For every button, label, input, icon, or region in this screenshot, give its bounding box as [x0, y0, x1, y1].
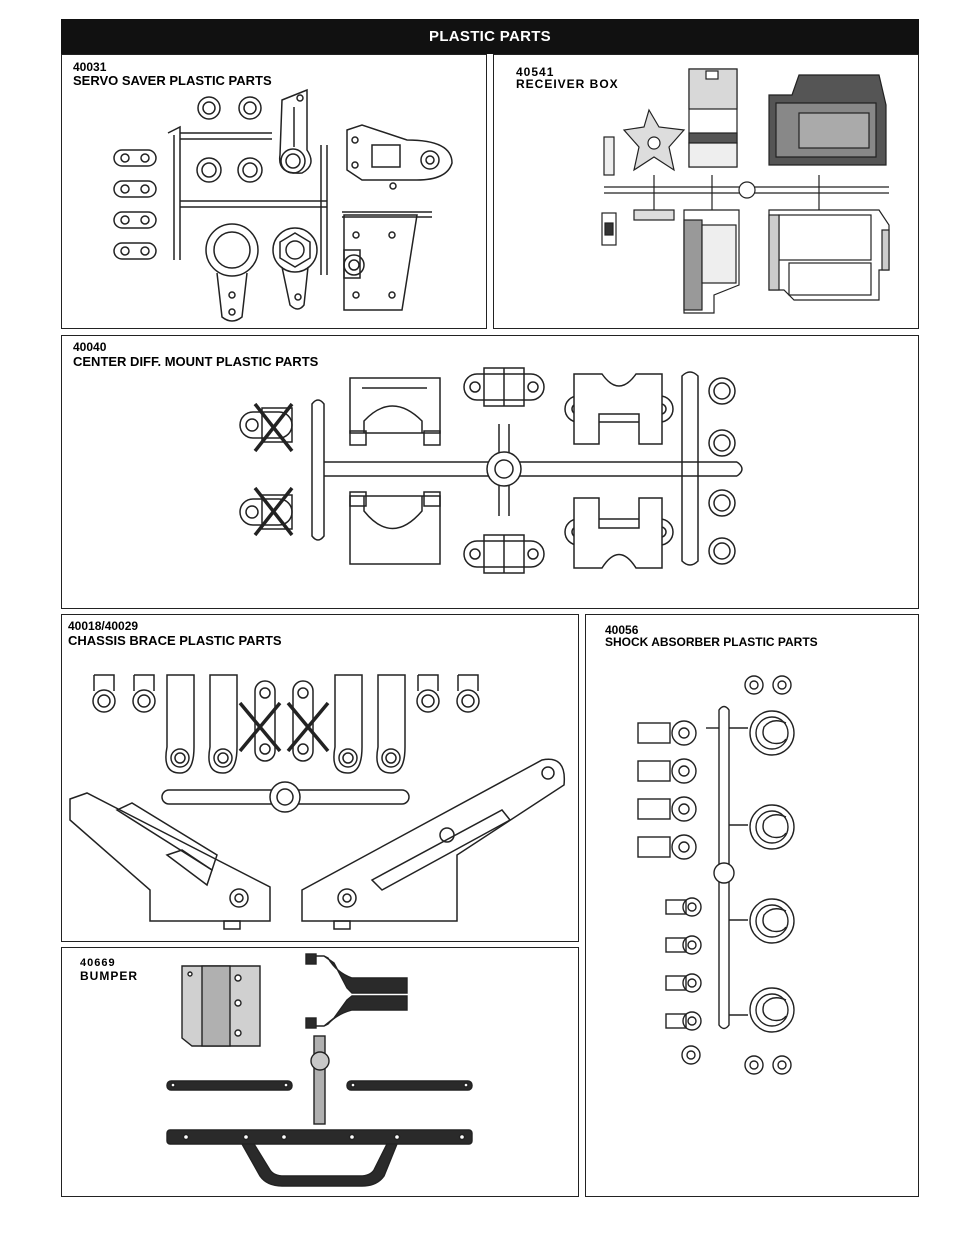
- servo-horn-top: [278, 88, 312, 174]
- panel-shock-absorber: 40056 SHOCK ABSORBER PLASTIC PARTS: [585, 614, 919, 1197]
- panel-center-diff: 40040 CENTER DIFF. MOUNT PLASTIC PARTS: [61, 335, 919, 609]
- receiver-runner: [604, 175, 889, 215]
- brace-runner: [161, 781, 410, 813]
- receiver-lower-case: [683, 209, 740, 314]
- part-code: 40031: [73, 60, 107, 74]
- shock-rod-ends-small: [665, 897, 702, 1031]
- bumper-post: [310, 1035, 330, 1125]
- diff-mount-bottom-right: [564, 497, 674, 569]
- shock-absorber-illustration: [637, 675, 795, 1075]
- servo-runner: [167, 125, 432, 275]
- brace-ball-cups: [92, 674, 480, 713]
- diff-mount-top-left: [349, 377, 441, 446]
- part-code: 40669: [80, 957, 116, 969]
- receiver-open-case: [768, 209, 890, 301]
- diff-crossed-part-top: [239, 402, 294, 453]
- diff-runner: [311, 371, 743, 566]
- part-name: BUMPER: [80, 969, 139, 983]
- servo-bushings: [196, 96, 263, 183]
- receiver-box-illustration: [601, 68, 890, 314]
- diff-mount-bottom-left: [349, 491, 441, 565]
- panel-servo-saver: 40031 SERVO SAVER PLASTIC PARTS: [61, 54, 487, 329]
- bumper-front-bar: [166, 1129, 473, 1187]
- servo-horn-hex: [272, 227, 318, 310]
- receiver-star-bracket: [622, 108, 686, 172]
- receiver-lid-tall: [688, 68, 738, 168]
- diff-washers: [708, 377, 736, 565]
- diff-link-top: [463, 367, 545, 407]
- brace-right: [301, 758, 566, 930]
- servo-small-links: [113, 149, 157, 260]
- part-name: SERVO SAVER PLASTIC PARTS: [73, 73, 272, 88]
- part-code: 40040: [73, 340, 107, 354]
- part-name: SHOCK ABSORBER PLASTIC PARTS: [605, 635, 818, 649]
- shock-runner: [706, 705, 748, 1030]
- bumper-y-mount: [305, 953, 408, 1029]
- brace-arms: [165, 674, 406, 774]
- servo-horn-round-left: [205, 223, 259, 322]
- page-title: PLASTIC PARTS: [429, 28, 551, 45]
- bumper-side-rods: [166, 1080, 473, 1091]
- receiver-case-dark: [768, 74, 887, 166]
- servo-arm-bracket: [346, 124, 453, 190]
- panel-chassis-brace: 40018/40029 CHASSIS BRACE PLASTIC PARTS: [61, 614, 579, 942]
- shock-bottom-washers: [681, 1045, 792, 1075]
- diff-crossed-part-bottom: [239, 486, 294, 537]
- part-name: CHASSIS BRACE PLASTIC PARTS: [68, 633, 282, 648]
- shock-spring-cups: [749, 710, 795, 1033]
- servo-mount-plate: [343, 214, 418, 311]
- panel-receiver-box: 40541 RECEIVER BOX: [493, 54, 919, 329]
- panel-bumper: 40669 BUMPER: [61, 947, 579, 1197]
- chassis-brace-illustration: [69, 674, 566, 930]
- shock-top-washers: [744, 675, 792, 695]
- bumper-illustration: [166, 953, 473, 1187]
- page-header: PLASTIC PARTS: [61, 19, 919, 54]
- brace-left: [69, 792, 271, 930]
- part-name: CENTER DIFF. MOUNT PLASTIC PARTS: [73, 354, 319, 369]
- diff-mount-top-right: [564, 373, 674, 445]
- diff-link-bottom: [463, 534, 545, 574]
- bumper-plate: [181, 965, 261, 1047]
- part-name: RECEIVER BOX: [516, 77, 619, 91]
- part-code: 40056: [605, 623, 639, 637]
- part-code: 40541: [516, 65, 555, 79]
- part-code: 40018/40029: [68, 619, 139, 633]
- shock-rod-ends-large: [637, 720, 697, 860]
- brace-crossed-links: [238, 680, 330, 762]
- servo-saver-parts-illustration: [113, 88, 453, 322]
- center-diff-illustration: [239, 367, 743, 574]
